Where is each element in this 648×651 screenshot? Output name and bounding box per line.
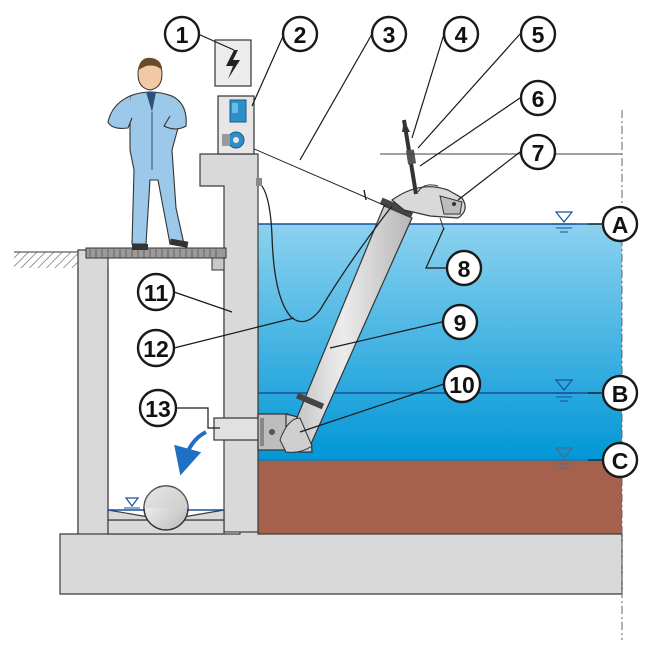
callout-11: 11 — [136, 272, 176, 312]
level-marker-b: B — [601, 374, 639, 412]
riser-pipe — [279, 197, 414, 453]
leader-lines — [173, 33, 602, 461]
callout-7: 7 — [519, 133, 557, 171]
svg-text:10: 10 — [449, 372, 475, 398]
arrow-down-left-icon — [174, 430, 207, 476]
svg-text:A: A — [612, 212, 629, 238]
svg-text:5: 5 — [532, 22, 545, 48]
callout-8: 8 — [445, 249, 483, 287]
support-rope — [251, 147, 387, 207]
ground — [14, 251, 78, 268]
svg-text:12: 12 — [143, 336, 169, 362]
level-marker-a: A — [601, 205, 639, 243]
callout-13: 13 — [138, 388, 178, 428]
svg-text:C: C — [612, 448, 629, 474]
svg-text:11: 11 — [144, 280, 169, 306]
callout-1: 1 — [163, 15, 201, 53]
svg-text:13: 13 — [145, 396, 171, 422]
callout-3: 3 — [370, 15, 408, 53]
float-ball-shade — [144, 486, 188, 508]
sensor-mast — [402, 119, 418, 195]
cable-gland — [256, 178, 262, 186]
float-head — [391, 184, 466, 231]
platform-bracket — [211, 257, 225, 271]
water-level-triangle-icon — [552, 447, 576, 469]
svg-text:6: 6 — [532, 86, 545, 112]
svg-text:3: 3 — [383, 22, 396, 48]
svg-text:1: 1 — [176, 22, 189, 48]
sump-level-marker — [124, 497, 140, 509]
callout-4: 4 — [442, 15, 480, 53]
svg-text:4: 4 — [455, 22, 468, 48]
callout-6: 6 — [519, 79, 557, 117]
water-level-triangle-icon — [552, 211, 576, 233]
grating-pattern — [89, 249, 217, 257]
electrical-cabinet — [214, 39, 252, 87]
worker-icon — [107, 57, 189, 250]
lightning-bolt-icon — [226, 50, 240, 79]
callout-2: 2 — [281, 15, 319, 53]
level-marker-c: C — [601, 441, 639, 479]
water-level-triangle-icon — [552, 379, 576, 402]
svg-text:8: 8 — [458, 256, 471, 282]
outlet-spout — [213, 417, 261, 441]
svg-text:2: 2 — [294, 22, 307, 48]
rope-marker — [363, 189, 367, 201]
callout-10: 10 — [442, 364, 482, 404]
sediment-layer — [258, 462, 622, 534]
control-box — [217, 95, 255, 155]
callout-5: 5 — [519, 15, 557, 53]
callout-12: 12 — [136, 328, 176, 368]
svg-text:B: B — [612, 381, 629, 407]
svg-text:7: 7 — [532, 140, 545, 166]
svg-text:9: 9 — [454, 310, 467, 336]
callout-9: 9 — [441, 303, 479, 341]
